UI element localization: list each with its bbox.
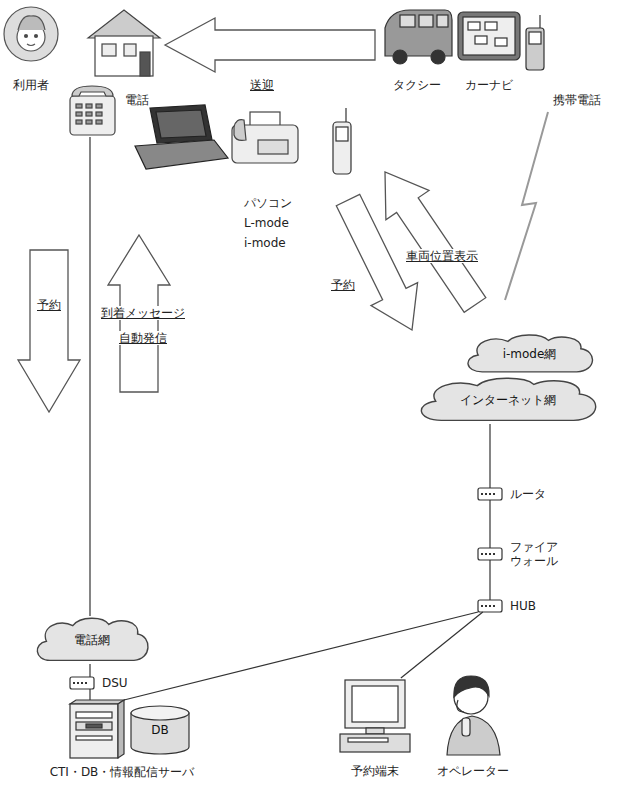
device-label: 利用者 xyxy=(13,78,49,92)
shape-label: i-mode網 xyxy=(503,347,557,361)
pc-icon xyxy=(135,105,228,169)
device-label: ルータ xyxy=(510,487,546,501)
connector-line xyxy=(89,664,90,677)
connector-line xyxy=(401,612,483,678)
telephone-node: 電話 xyxy=(68,86,117,137)
device-label: 携帯電話 xyxy=(553,93,601,107)
server-icon xyxy=(70,700,124,758)
device-label: DSU xyxy=(102,676,128,690)
pickup-arrow xyxy=(165,18,375,72)
connector-line xyxy=(489,500,490,548)
taxi-icon xyxy=(385,10,452,64)
mobile-phone-icon xyxy=(333,108,351,174)
internet-cloud: インターネット網 xyxy=(413,376,602,424)
cylinder-top xyxy=(131,706,189,720)
cloud-outline xyxy=(37,618,148,660)
firewall-node: ファイア ウォール xyxy=(478,548,502,560)
router-node: ルータ xyxy=(478,488,502,500)
shape-label: DB xyxy=(151,723,168,737)
dsu-node: DSU xyxy=(70,677,94,689)
reservation-arrow xyxy=(18,250,80,412)
device-label: カーナビ xyxy=(465,78,513,92)
device-label: 電話 xyxy=(125,93,149,107)
cloud-outline xyxy=(468,335,592,372)
arrow-label: パソコン xyxy=(243,196,293,210)
operator-node: オペレーター xyxy=(445,672,502,755)
database-cylinder: DB xyxy=(130,705,190,755)
shape-label: インターネット網 xyxy=(460,393,556,407)
device-label: タクシー xyxy=(393,78,441,92)
arrow-label: 予約 xyxy=(36,298,62,312)
cloud-outline xyxy=(421,378,595,420)
hub-node: HUB xyxy=(478,600,502,612)
arrow-label: 予約 xyxy=(330,278,356,292)
fax-icon xyxy=(232,112,298,163)
mobile-phone-node: 携帯電話 xyxy=(522,15,546,72)
imode-cloud: i-mode網 xyxy=(462,333,597,375)
device-label: ファイア ウォール xyxy=(510,540,563,568)
connector-line xyxy=(89,137,90,616)
terminal-icon xyxy=(340,680,410,752)
wireless-bolt xyxy=(505,112,548,300)
taxi-node: タクシー xyxy=(383,8,453,66)
connector-line xyxy=(124,612,478,700)
telephone-icon xyxy=(70,86,115,135)
house-icon xyxy=(88,10,160,76)
terminal-node: 予約端末 xyxy=(338,678,412,755)
device-label: CTI・DB・情報配信サーバ xyxy=(50,765,195,779)
arrow-label: i-mode xyxy=(243,236,287,250)
operator-icon xyxy=(447,676,500,755)
arrow-label: 自動発信 xyxy=(118,331,168,345)
device-label: 予約端末 xyxy=(351,764,399,778)
car-navigation-node: カーナビ xyxy=(458,10,520,62)
user-node: 利用者 xyxy=(5,5,57,63)
arrow-label: 到着メッセージ xyxy=(100,306,186,320)
arrow-label: L-mode xyxy=(243,216,290,230)
vehicle-position-arrow xyxy=(385,172,486,312)
connector-line xyxy=(89,689,90,700)
user-icon xyxy=(4,7,58,61)
connector-line xyxy=(489,560,490,600)
connector-line xyxy=(489,424,490,488)
mobile-phone-icon xyxy=(526,15,544,70)
server-node: CTI・DB・情報配信サーバ xyxy=(70,700,124,758)
arrow-label: 送迎 xyxy=(249,78,275,92)
telephone-network-cloud: 電話網 xyxy=(32,616,152,664)
device-label: HUB xyxy=(510,599,536,613)
device-label: オペレーター xyxy=(437,764,509,778)
car-navigation-icon xyxy=(458,12,520,60)
arrow-label: 車両位置表示 xyxy=(405,249,479,263)
shape-label: 電話網 xyxy=(74,633,110,647)
